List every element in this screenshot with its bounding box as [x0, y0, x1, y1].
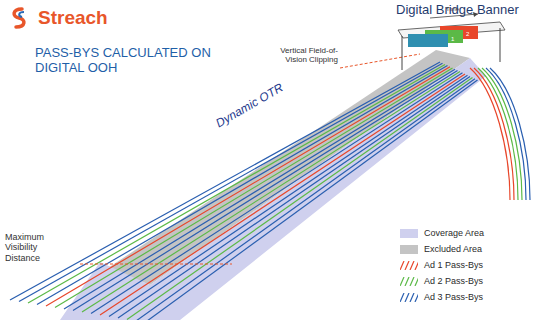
pass-by-line	[55, 68, 453, 308]
pass-by-line	[91, 73, 463, 314]
legend-line-sample	[400, 293, 418, 302]
pass-by-line	[109, 75, 468, 316]
time-label: Time	[446, 6, 459, 13]
legend-text: Excluded Area	[424, 244, 482, 254]
pass-by-line	[100, 74, 465, 315]
legend-text: Ad 2 Pass-Bys	[424, 276, 483, 286]
pass-by-curve	[470, 68, 510, 200]
pass-by-line	[127, 78, 473, 320]
pass-by-curve	[490, 68, 530, 200]
legend-swatch	[400, 229, 418, 238]
pass-by-curve	[474, 68, 514, 200]
panel-number: 1	[451, 36, 454, 43]
title: PASS-BYS CALCULATED ON DIGITAL OOH	[35, 46, 225, 76]
pass-by-line	[10, 62, 440, 300]
pass-by-line	[37, 66, 448, 305]
pass-by-line	[82, 72, 460, 312]
pass-by-lines	[10, 62, 478, 320]
legend-row: Ad 2 Pass-Bys	[400, 276, 483, 286]
logo-text: Streach	[38, 7, 108, 29]
legend-swatch	[400, 245, 418, 254]
legend-text: Ad 1 Pass-Bys	[424, 260, 483, 270]
logo-icon	[14, 9, 24, 27]
panel-number: 2	[466, 31, 469, 38]
pass-by-curve	[486, 68, 526, 200]
pass-by-line	[28, 64, 445, 303]
pass-by-line	[118, 76, 470, 318]
pass-by-line	[64, 69, 455, 309]
legend-line-sample	[400, 261, 418, 270]
max-distance-marker	[80, 264, 232, 265]
clipping-marker	[340, 54, 420, 68]
legend-row: Excluded Area	[400, 244, 482, 254]
legend-text: Ad 3 Pass-Bys	[424, 292, 483, 302]
pass-by-curve	[482, 68, 522, 200]
excluded-area	[108, 50, 470, 285]
pass-by-curves	[470, 68, 530, 200]
pass-by-line	[73, 70, 458, 310]
coverage-area	[60, 58, 486, 320]
pass-by-curve	[478, 68, 518, 200]
pass-by-line	[46, 67, 450, 306]
clipping-label: Vertical Field-of-Vision Clipping	[262, 46, 338, 64]
legend-row: Coverage Area	[400, 228, 484, 238]
legend-line-sample	[400, 277, 418, 286]
legend-text: Coverage Area	[424, 228, 484, 238]
bridge-banner	[398, 12, 505, 70]
legend-row: Ad 3 Pass-Bys	[400, 292, 483, 302]
rotated-label: Dynamic OTR	[212, 80, 288, 132]
legend-row: Ad 1 Pass-Bys	[400, 260, 483, 270]
pass-by-line	[19, 63, 443, 301]
distance-label: Maximum Visibility Distance	[5, 232, 65, 263]
